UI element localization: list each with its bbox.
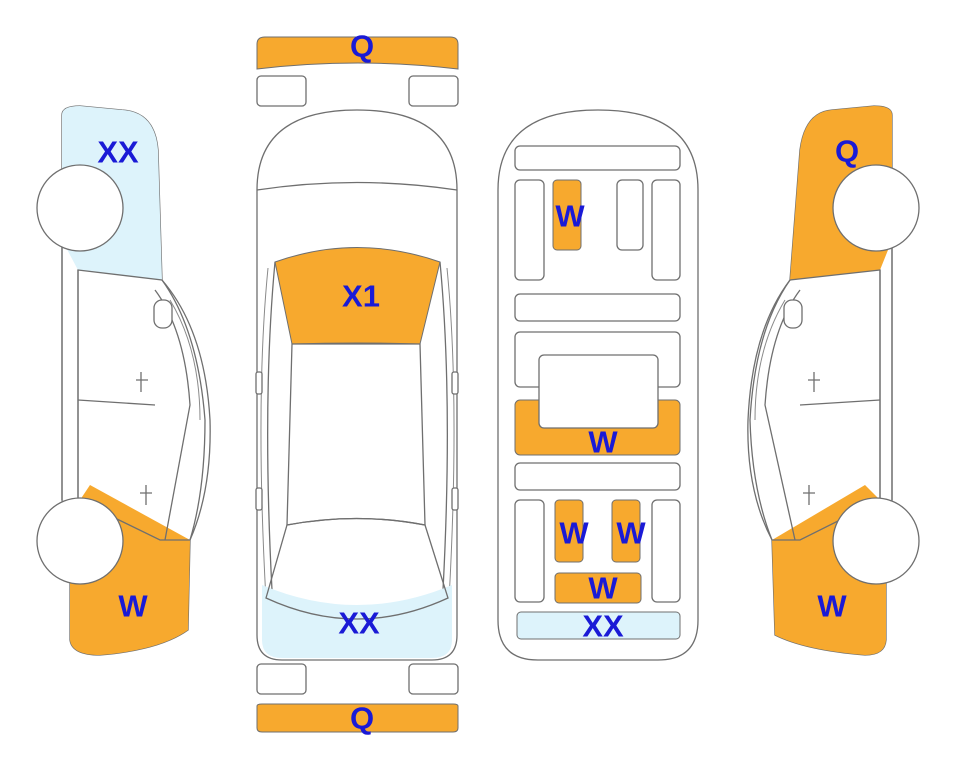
floor-middle-label: W xyxy=(588,425,618,460)
right-side-car xyxy=(747,105,920,656)
left-rear-wheel xyxy=(36,497,124,585)
left-front-label: XX xyxy=(97,135,139,170)
floor-trunk-label: XX xyxy=(582,609,624,644)
right-rear-wheel xyxy=(832,497,920,585)
right-front-wheel xyxy=(832,164,920,252)
floor-rear-right-panel[interactable] xyxy=(611,499,641,563)
right-front-label: Q xyxy=(835,134,859,169)
rear-bumper-panel[interactable] xyxy=(256,703,459,733)
left-front-wheel xyxy=(36,164,124,252)
front-bumper-label: Q xyxy=(350,29,374,64)
front-headlight-left xyxy=(256,75,307,107)
floor-rear-center-panel[interactable] xyxy=(554,572,642,604)
floor-rear-right-label: W xyxy=(616,516,646,551)
floor-trunk-panel[interactable] xyxy=(516,611,681,640)
floor-center-box xyxy=(538,354,659,429)
rear-bumper-label: Q xyxy=(350,701,374,736)
rear-window-panel[interactable] xyxy=(262,585,452,658)
windshield-label: X1 xyxy=(342,279,380,314)
floor-rear-left-panel[interactable] xyxy=(554,499,584,563)
floor-rear-center-label: W xyxy=(588,571,618,606)
rear-window-label: XX xyxy=(338,606,380,641)
floor-front-left-panel[interactable] xyxy=(552,179,582,251)
rear-light-left xyxy=(256,663,307,695)
right-rear-label: W xyxy=(817,589,847,624)
floor-rear-left-label: W xyxy=(559,516,589,551)
left-side-car xyxy=(36,105,211,656)
front-headlight-right xyxy=(408,75,459,107)
rear-light-right xyxy=(408,663,459,695)
floor-view-car xyxy=(497,109,699,661)
front-bumper-panel[interactable] xyxy=(256,36,459,70)
floor-front-left-label: W xyxy=(555,199,585,234)
left-rear-label: W xyxy=(118,589,148,624)
top-view-car xyxy=(255,109,459,661)
